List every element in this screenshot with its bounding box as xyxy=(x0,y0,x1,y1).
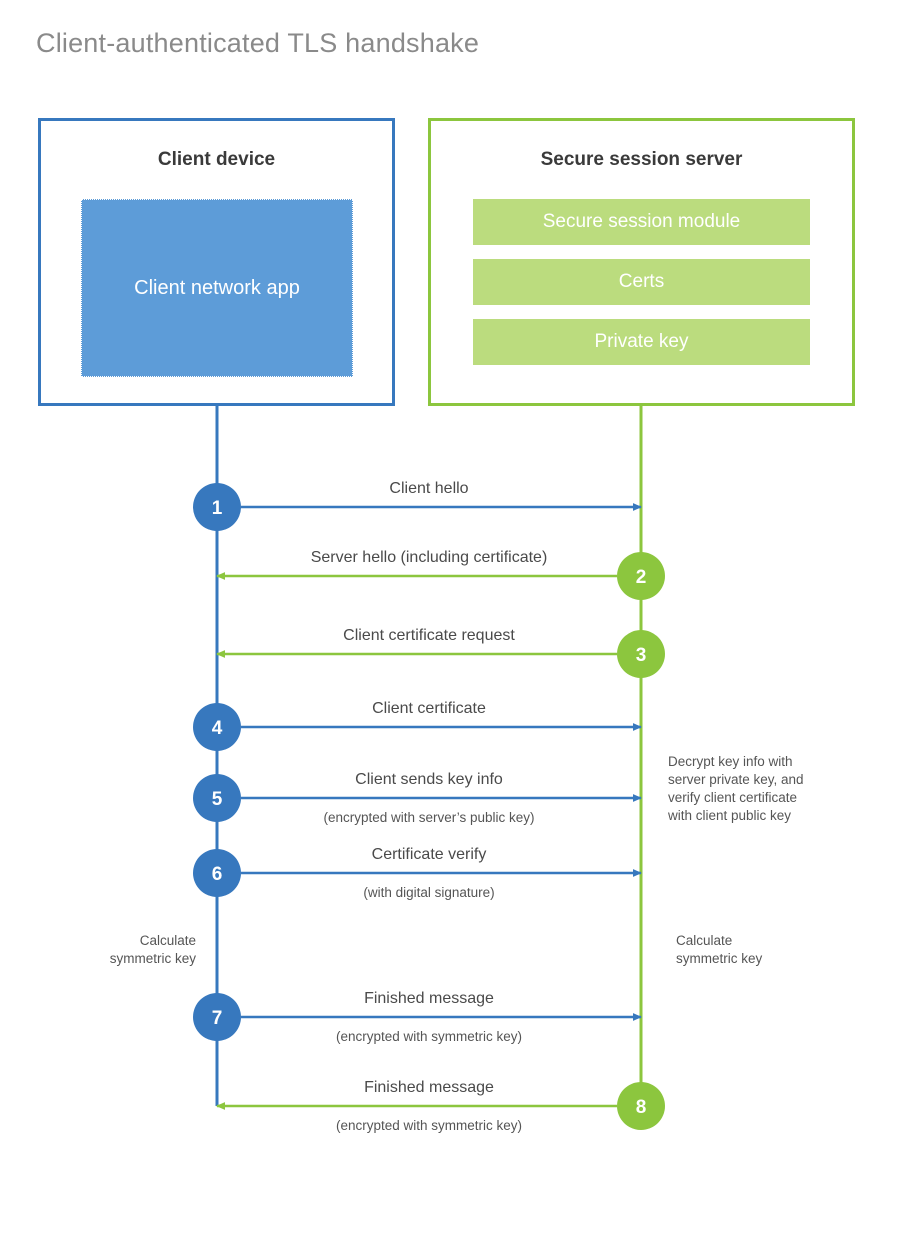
message-label-2: Server hello (including certificate) xyxy=(311,549,548,566)
message-label-8: Finished message xyxy=(364,1079,494,1096)
message-label-1: Client hello xyxy=(389,480,468,497)
step-circle-2[interactable] xyxy=(617,552,665,600)
secure-session-server-box: Secure session server Secure session mod… xyxy=(428,118,855,406)
client-device-title: Client device xyxy=(157,149,276,170)
message-step-6: 6 Certificate verify (with digital signatu… xyxy=(193,846,642,900)
step-circle-7[interactable] xyxy=(193,993,241,1041)
step-number-5: 5 xyxy=(212,789,223,810)
server-module-3: Private key xyxy=(473,319,810,365)
client-network-app-box: Client network app xyxy=(81,199,353,377)
message-arrows: 1 Client hello 2 Server hello (including ce… xyxy=(193,480,665,1133)
message-label-7: Finished message xyxy=(364,990,494,1007)
message-sublabel-6: (with digital signature) xyxy=(363,885,494,900)
message-label-6: Certificate verify xyxy=(372,846,487,863)
message-step-8: 8 Finished message (encrypted with symmetr… xyxy=(216,1079,665,1133)
server-module-1: Secure session module xyxy=(473,199,810,245)
note-line: Calculate xyxy=(676,933,732,948)
step-circle-8[interactable] xyxy=(617,1082,665,1130)
step-number-7: 7 xyxy=(212,1008,223,1029)
message-step-4: 4 Client certificate xyxy=(193,700,642,751)
message-step-5: 5 Client sends key info (encrypted with se… xyxy=(193,771,642,825)
client-device-box: Client device Client network app xyxy=(38,118,395,406)
client-network-app-label: Client network app xyxy=(134,276,300,299)
message-sublabel-7: (encrypted with symmetric key) xyxy=(336,1029,522,1044)
message-step-7: 7 Finished message (encrypted with symmetr… xyxy=(193,990,642,1044)
message-sublabel-8: (encrypted with symmetric key) xyxy=(336,1118,522,1133)
server-module-2: Certs xyxy=(473,259,810,305)
note-line: Calculate xyxy=(140,933,196,948)
note-line: server private key, and xyxy=(668,772,804,787)
step-circle-1[interactable] xyxy=(193,483,241,531)
message-sublabel-5: (encrypted with server’s public key) xyxy=(323,810,534,825)
note-client-calc: Calculate symmetric key xyxy=(110,933,197,966)
step-circle-4[interactable] xyxy=(193,703,241,751)
message-step-1: 1 Client hello xyxy=(193,480,642,531)
secure-session-server-title: Secure session server xyxy=(540,149,743,170)
note-server-decrypt: Decrypt key info with server private key,… xyxy=(667,754,804,823)
note-server-calc: Calculate symmetric key xyxy=(676,933,763,966)
note-line: Decrypt key info with xyxy=(668,754,793,769)
step-number-1: 1 xyxy=(212,498,223,519)
step-number-6: 6 xyxy=(212,864,223,885)
note-line: verify client certificate xyxy=(668,790,797,805)
message-label-3: Client certificate request xyxy=(343,627,515,644)
step-number-4: 4 xyxy=(212,718,223,739)
step-number-8: 8 xyxy=(636,1097,647,1118)
note-line: with client public key xyxy=(667,808,791,823)
step-circle-5[interactable] xyxy=(193,774,241,822)
message-step-2: 2 Server hello (including certificate) xyxy=(216,549,665,600)
page-title: Client-authenticated TLS handshake xyxy=(36,28,480,58)
note-line: symmetric key xyxy=(676,951,763,966)
note-line: symmetric key xyxy=(110,951,197,966)
step-number-2: 2 xyxy=(636,567,647,588)
step-number-3: 3 xyxy=(636,645,647,666)
message-label-5: Client sends key info xyxy=(355,771,503,788)
step-circle-6[interactable] xyxy=(193,849,241,897)
message-step-3: 3 Client certificate request xyxy=(216,627,665,678)
side-notes: Decrypt key info with server private key,… xyxy=(110,754,804,966)
step-circle-3[interactable] xyxy=(617,630,665,678)
message-label-4: Client certificate xyxy=(372,700,486,717)
